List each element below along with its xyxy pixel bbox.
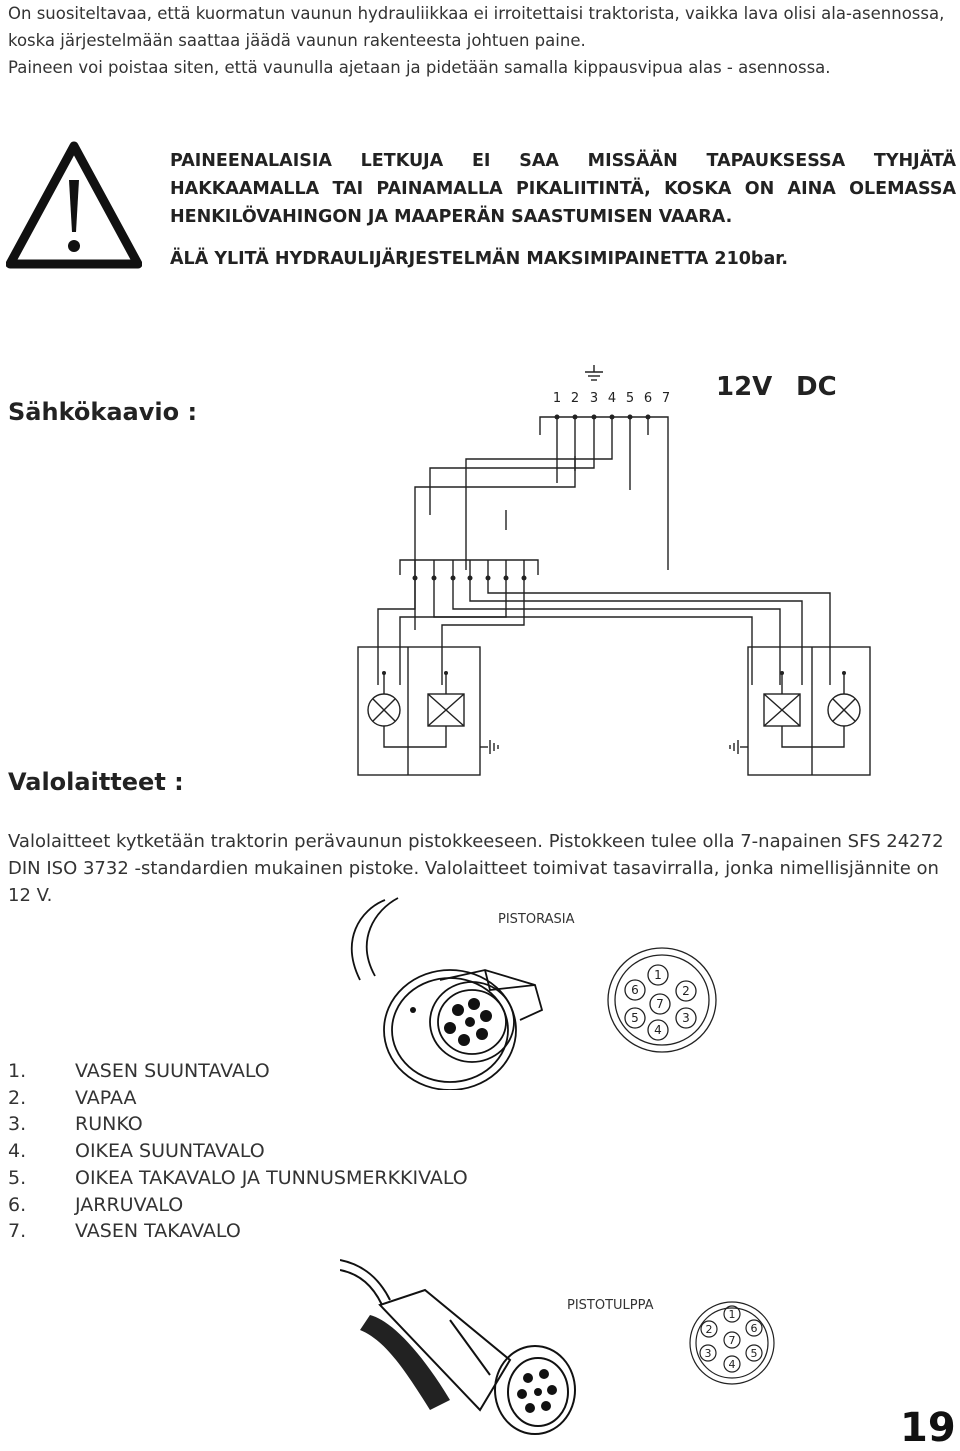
list-item: 7.VASEN TAKAVALO — [8, 1220, 241, 1243]
plug-pin-1: 1 — [729, 1308, 736, 1321]
plug-label: PISTOTULPPA — [567, 1298, 654, 1313]
list-item: 4.OIKEA SUUNTAVALO — [8, 1140, 265, 1163]
current-type-label: DC — [796, 372, 837, 402]
plug-illustration — [340, 1259, 576, 1435]
socket-pin-2: 2 — [682, 984, 690, 998]
plug-pin-3: 3 — [705, 1347, 712, 1360]
list-item: 2.VAPAA — [8, 1086, 137, 1109]
socket-pin-1: 1 — [654, 968, 662, 982]
intro-line-2: Paineen voi poistaa siten, että vaunulla… — [8, 58, 831, 77]
page-number: 19 — [900, 1405, 956, 1451]
plug-pin-5: 5 — [751, 1347, 758, 1360]
wiring-pin-2: 2 — [571, 391, 579, 406]
plug-pin-4: 4 — [729, 1358, 736, 1371]
lights-description: Valolaitteet kytketään traktorin perävau… — [8, 831, 944, 906]
wiring-pin-6: 6 — [644, 391, 652, 406]
wiring-diagram: 1 2 3 4 5 6 7 — [357, 365, 871, 776]
warning-block: PAINEENALAISIA LETKUJA EI SAA MISSÄÄN TA… — [170, 147, 956, 273]
warning-triangle-icon — [6, 141, 142, 269]
plug-pin-7: 7 — [729, 1334, 736, 1347]
plug-pin-2: 2 — [706, 1323, 713, 1336]
socket-pin-5: 5 — [631, 1011, 639, 1025]
max-pressure-text: ÄLÄ YLITÄ HYDRAULIJÄRJESTELMÄN MAKSIMIPA… — [170, 249, 789, 269]
list-item: 1.VASEN SUUNTAVALO — [8, 1060, 270, 1082]
wiring-pin-7: 7 — [662, 391, 670, 406]
plug-pin-6: 6 — [751, 1322, 758, 1335]
list-item: 3.RUNKO — [8, 1113, 143, 1136]
wiring-heading: Sähkökaavio : — [8, 398, 198, 426]
wiring-pin-5: 5 — [626, 391, 634, 406]
socket-pin-4: 4 — [654, 1023, 662, 1037]
socket-pin-7: 7 — [656, 997, 664, 1011]
intro-line-1: On suositeltavaa, että kuormatun vaunun … — [8, 4, 945, 50]
wiring-pin-3: 3 — [590, 391, 598, 406]
warning-text: PAINEENALAISIA LETKUJA EI SAA MISSÄÄN TA… — [170, 151, 956, 227]
intro-text: On suositeltavaa, että kuormatun vaunun … — [8, 0, 956, 81]
wiring-pin-4: 4 — [608, 391, 616, 406]
pin-function-list: 1.VASEN SUUNTAVALO 2.VAPAA 3.RUNKO 4.OIK… — [8, 1058, 468, 1245]
plug-pin-diagram: 1 2 3 4 5 6 7 — [689, 1301, 775, 1385]
socket-illustration — [350, 897, 544, 1090]
socket-label: PISTORASIA — [498, 912, 575, 927]
socket-pin-6: 6 — [631, 983, 639, 997]
lights-heading: Valolaitteet : — [8, 768, 184, 796]
wiring-pin-1: 1 — [553, 391, 561, 406]
socket-pin-diagram: 1 2 3 4 5 6 7 — [607, 947, 717, 1053]
socket-pin-3: 3 — [682, 1011, 690, 1025]
list-item: 6.JARRUVALO — [8, 1193, 184, 1216]
list-item: 5.OIKEA TAKAVALO JA TUNNUSMERKKIVALO — [8, 1166, 468, 1189]
voltage-label: 12V — [716, 372, 773, 402]
